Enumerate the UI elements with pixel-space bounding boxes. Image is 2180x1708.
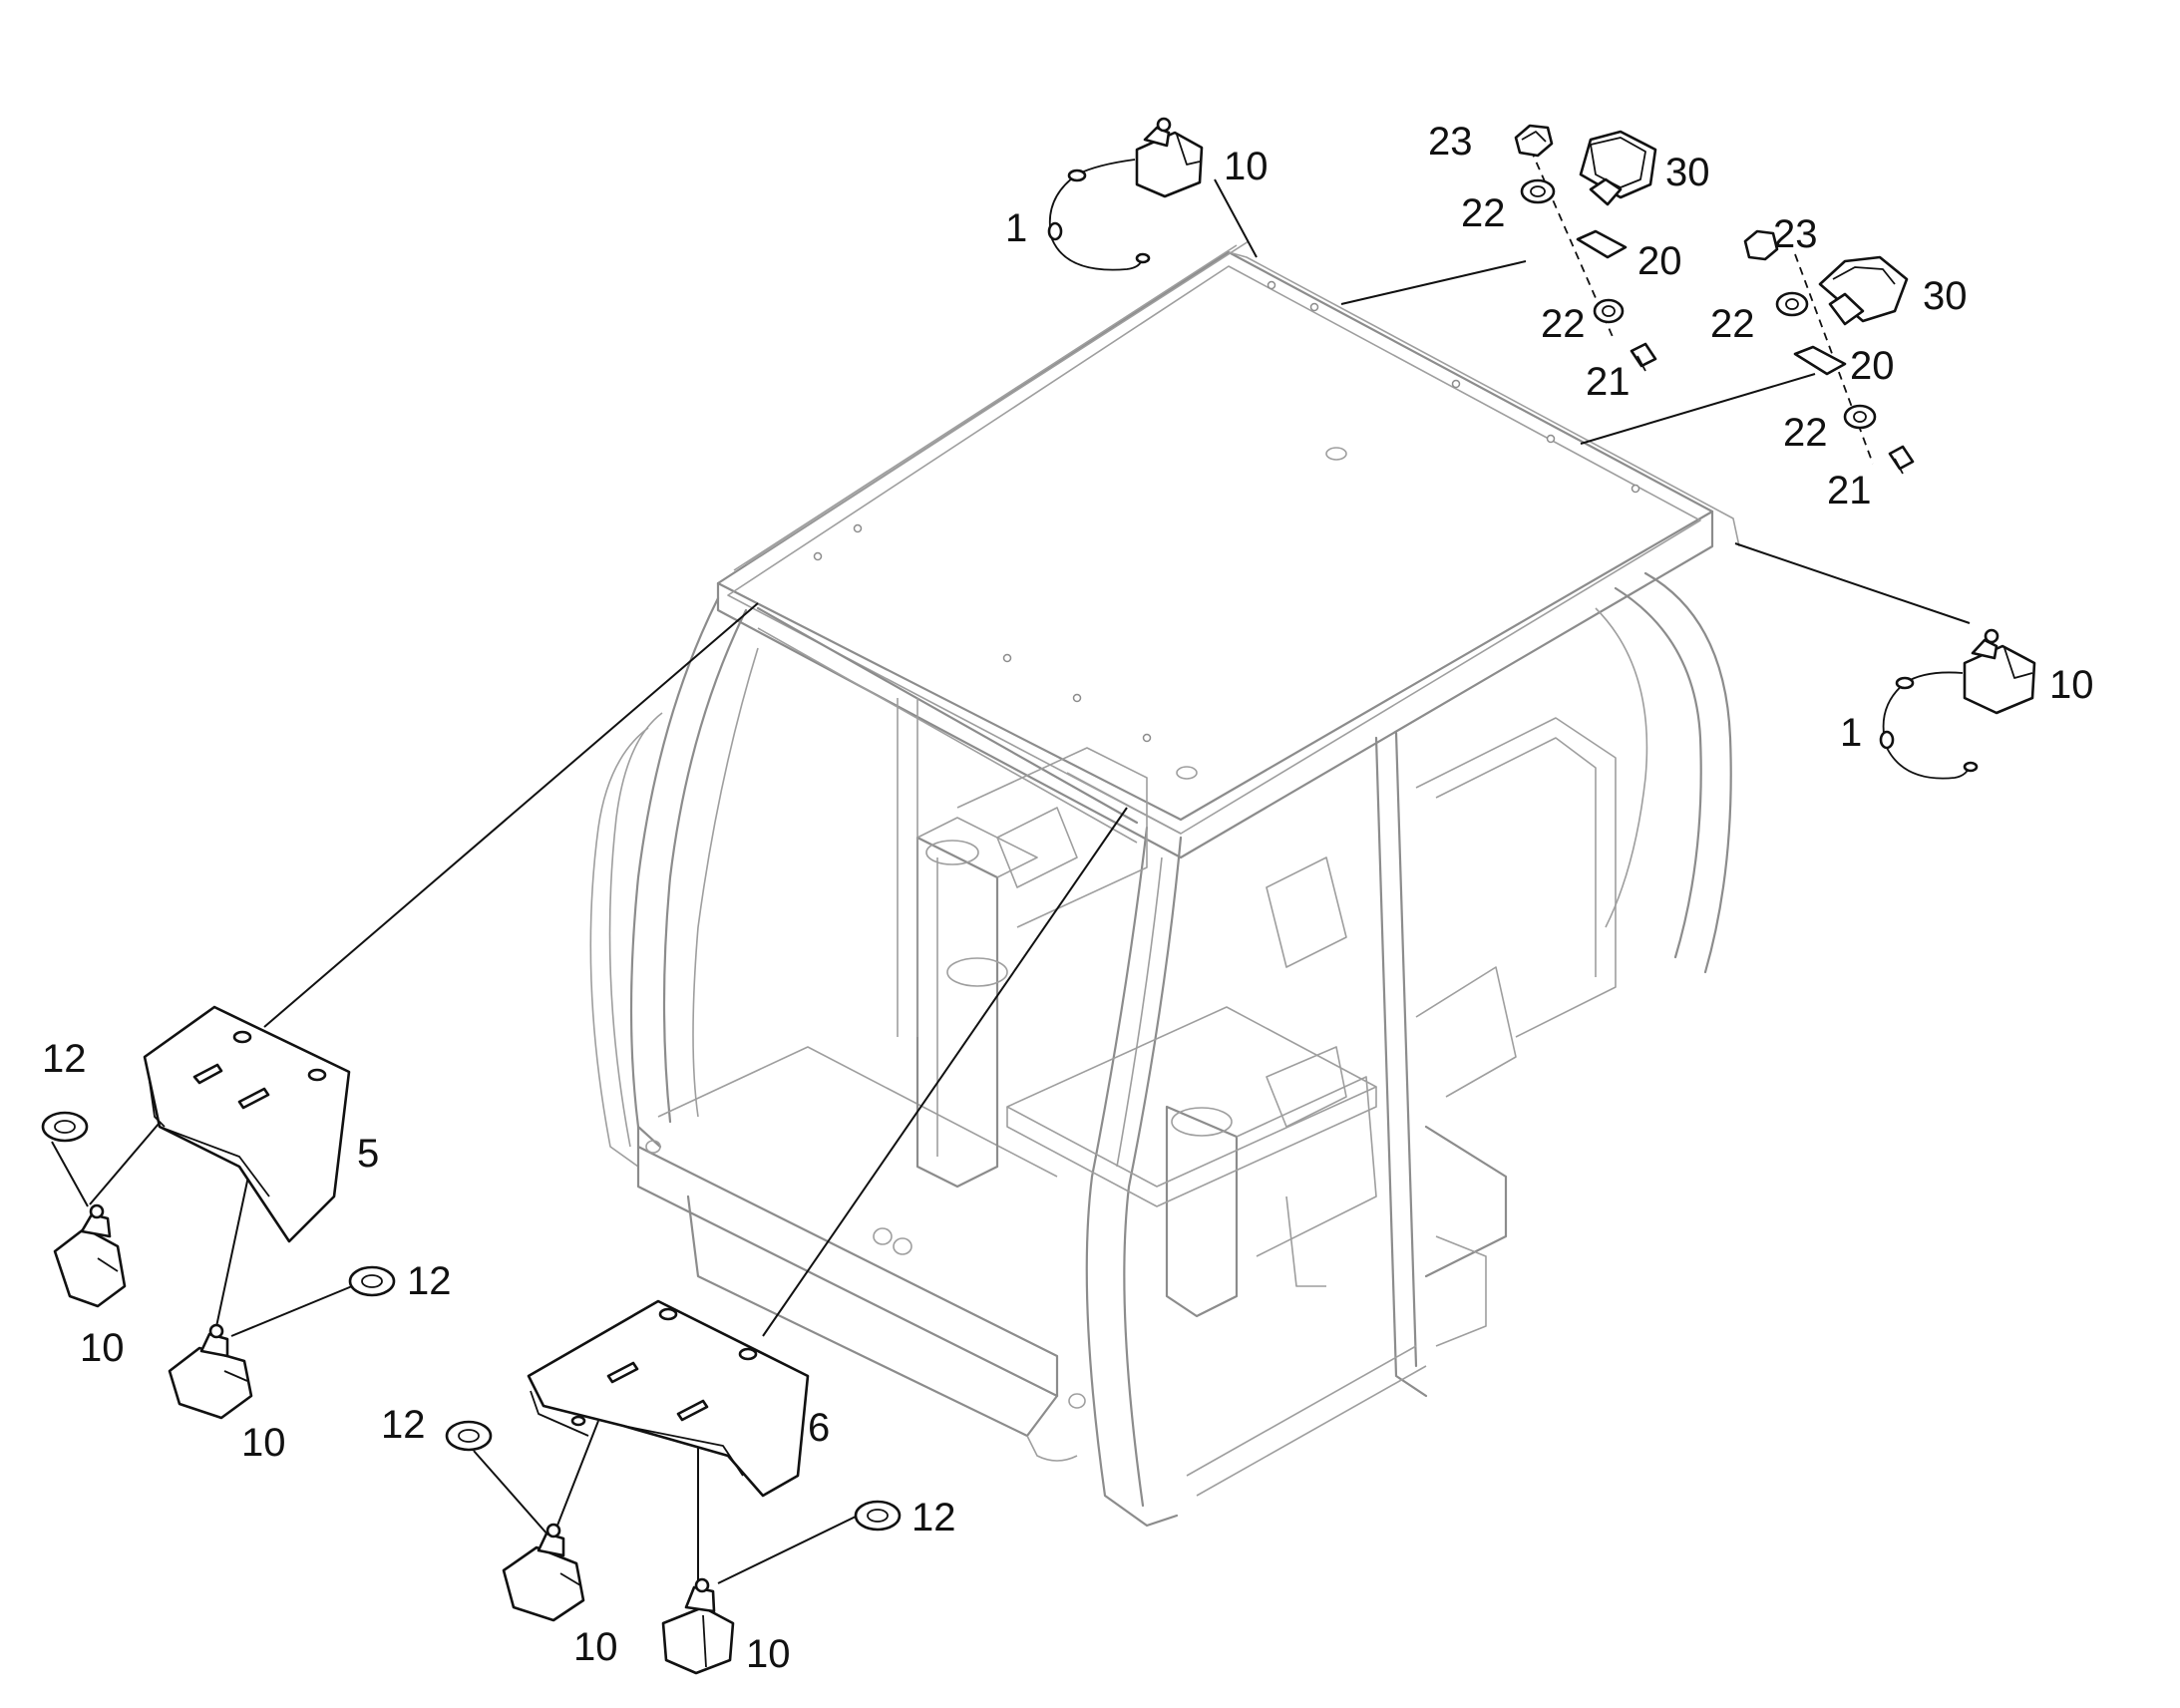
callout-guard-right: 6 <box>808 1406 830 1450</box>
callout-nut-left: 23 <box>1428 120 1473 164</box>
guard-right <box>527 1299 810 1498</box>
callout-lamp-front-left-b: 10 <box>241 1421 286 1465</box>
work-lamp-top-left <box>1135 117 1204 198</box>
callout-lamp-front-right-a: 10 <box>573 1625 618 1669</box>
leader-lines <box>51 149 1971 1584</box>
callout-washer-right-lower: 22 <box>1783 411 1828 455</box>
grommet-front-right-right <box>854 1500 902 1532</box>
callout-labels: 10 1 23 30 22 20 22 21 23 22 30 20 22 21… <box>42 120 2094 1676</box>
cable-right <box>1879 671 1979 780</box>
callout-beacon-left: 30 <box>1665 151 1710 194</box>
callout-bracket-right: 20 <box>1850 344 1895 388</box>
callout-grommet-front-right-left: 12 <box>381 1403 426 1447</box>
work-lamp-front-right-a <box>502 1523 585 1622</box>
callout-cable-top-left: 1 <box>1005 206 1027 250</box>
callout-washer-right-upper: 22 <box>1710 302 1755 346</box>
work-lamp-right <box>1963 628 2036 715</box>
callout-grommet-front-right-right: 12 <box>911 1496 956 1539</box>
work-lamp-front-left-b <box>168 1323 253 1420</box>
callout-lamp-top-left: 10 <box>1224 145 1269 188</box>
beacon-group-left <box>1514 124 1657 372</box>
callout-screw-left: 21 <box>1586 360 1631 404</box>
callout-washer-left-upper: 22 <box>1461 191 1506 235</box>
callout-lamp-front-right-b: 10 <box>746 1632 791 1676</box>
callout-screw-right: 21 <box>1827 469 1872 512</box>
callout-bracket-left: 20 <box>1637 239 1682 283</box>
cable-top-left <box>1047 159 1151 271</box>
guard-left <box>143 1005 351 1243</box>
cab-frame <box>589 240 1740 1528</box>
callout-lamp-front-left-a: 10 <box>80 1326 125 1370</box>
callout-nut-right: 23 <box>1773 212 1818 256</box>
callout-cable-right: 1 <box>1840 711 1862 755</box>
grommet-front-right-left <box>445 1420 493 1452</box>
callout-grommet-front-left-lower: 12 <box>407 1259 452 1303</box>
callout-guard-left: 5 <box>357 1132 379 1176</box>
callout-grommet-front-left-upper: 12 <box>42 1037 87 1081</box>
work-lamp-front-right-b <box>661 1577 735 1675</box>
work-lamp-front-left-a <box>53 1203 127 1308</box>
grommet-front-left-lower <box>348 1265 396 1297</box>
callout-beacon-right: 30 <box>1923 274 1968 318</box>
callout-lamp-right: 10 <box>2049 663 2094 707</box>
beacon-group-right <box>1743 229 1915 475</box>
callout-washer-left-lower: 22 <box>1541 302 1586 346</box>
grommet-front-left-upper <box>41 1111 89 1143</box>
